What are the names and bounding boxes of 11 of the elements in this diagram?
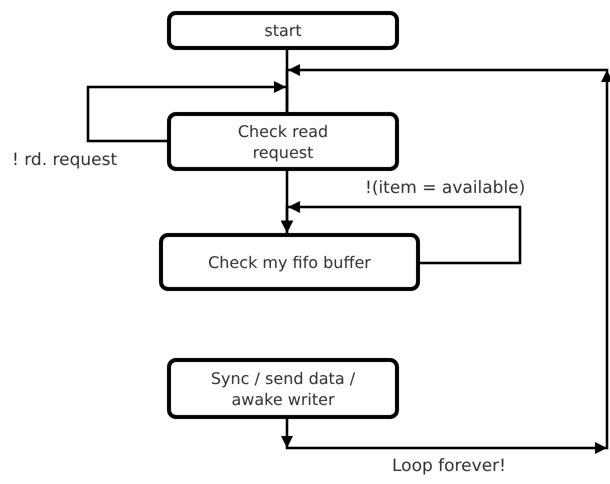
edge-label: Loop forever! (392, 456, 506, 476)
edge-label: ! rd. request (12, 150, 118, 170)
box-label: Check my fifo buffer (208, 252, 371, 272)
start-box (167, 11, 399, 50)
box-label: start (264, 20, 302, 41)
box-label: Sync / send data / awake writer (210, 368, 356, 410)
process-box (167, 112, 399, 171)
process-box (159, 233, 420, 291)
process-box (167, 358, 399, 419)
box-label: Check read request (236, 120, 330, 162)
edge-label: !(item = available) (365, 178, 526, 198)
